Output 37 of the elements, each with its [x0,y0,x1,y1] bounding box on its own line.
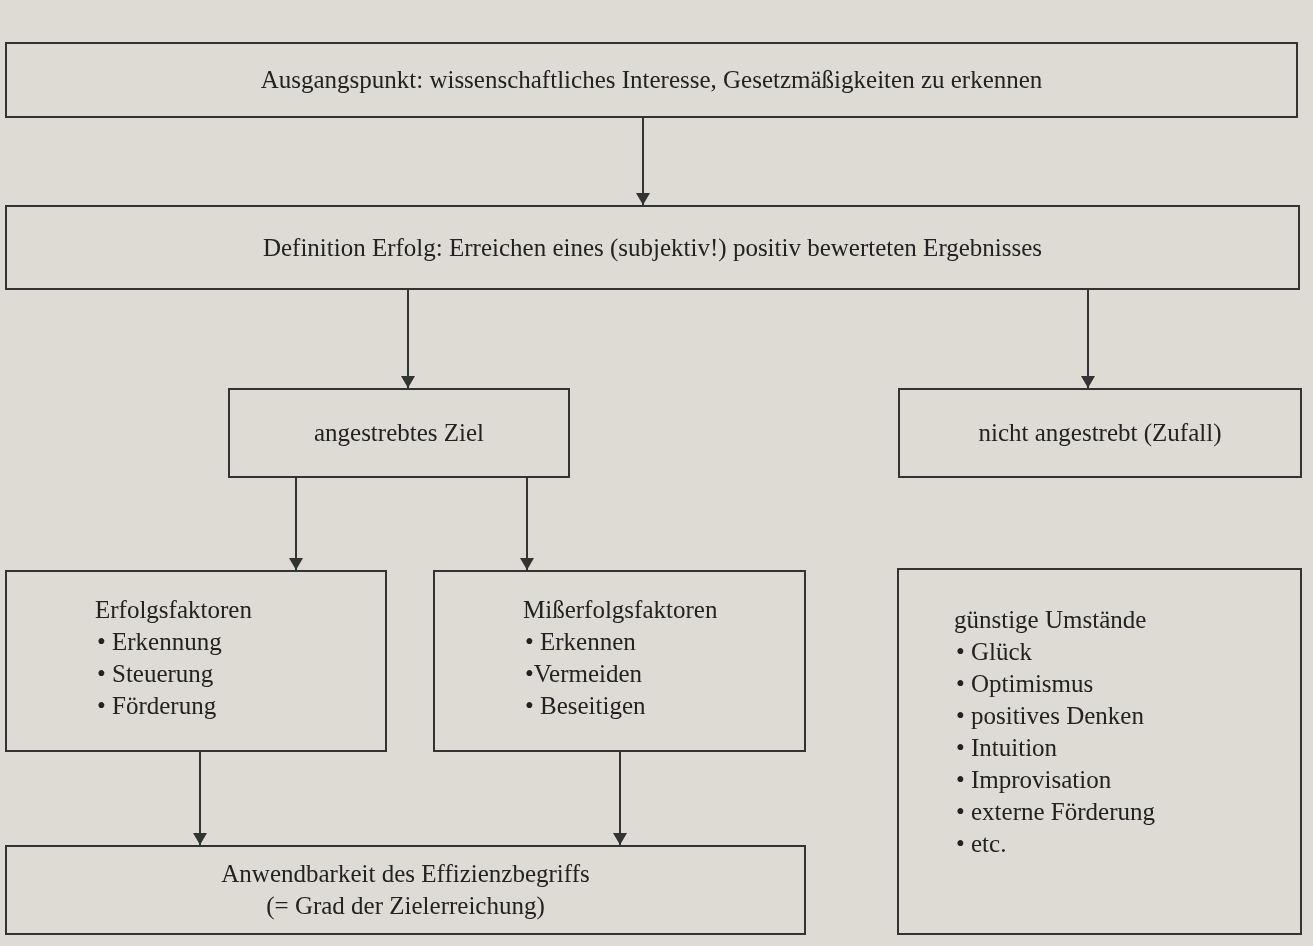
list-item: • Förderung [96,691,217,721]
arrow [401,289,415,389]
process-box [5,570,387,752]
list-item: • Steuerung [96,659,214,689]
arrow [193,751,207,846]
arrow [613,751,627,846]
arrow [289,477,303,571]
process-box [5,845,806,935]
list-item: • Beseitigen [524,691,646,721]
box-heading: Erfolgsfaktoren [95,595,252,625]
box-text: Ausgangspunkt: wissenschaftliches Interesse, Gesetzmäßigkeiten zu erkennen [260,65,1043,95]
list-item: • etc. [955,829,1007,859]
list-item: • Optimismus [955,669,1094,699]
box-text: nicht angestrebt (Zufall) [978,418,1222,449]
box-heading: Mißerfolgsfaktoren [523,595,718,625]
box-heading: günstige Umstände [954,605,1147,635]
process-box [5,205,1300,290]
list-item: • externe Förderung [955,797,1155,827]
process-box [5,42,1298,118]
arrow [636,117,650,206]
arrow [1081,289,1095,389]
list-item: • Improvisation [955,765,1112,795]
list-item: • Erkennung [96,627,222,657]
box-text: Definition Erfolg: Erreichen eines (subjektiv!) positiv bewerteten Ergebnisses [262,232,1043,264]
list-item: • Intuition [955,733,1058,763]
process-box [433,570,806,752]
list-item: • positives Denken [955,701,1144,731]
box-text: angestrebtes Ziel [313,418,485,448]
box-text: Anwendbarkeit des Effizienzbegriffs [221,859,590,889]
box-text: (= Grad der Zielerreichung) [266,891,545,922]
list-item: •Vermeiden [524,659,643,689]
process-box [897,568,1302,935]
process-box [228,388,570,478]
process-box [898,388,1302,478]
list-item: • Erkennen [524,627,636,657]
arrow [520,477,534,571]
list-item: • Glück [955,637,1033,667]
